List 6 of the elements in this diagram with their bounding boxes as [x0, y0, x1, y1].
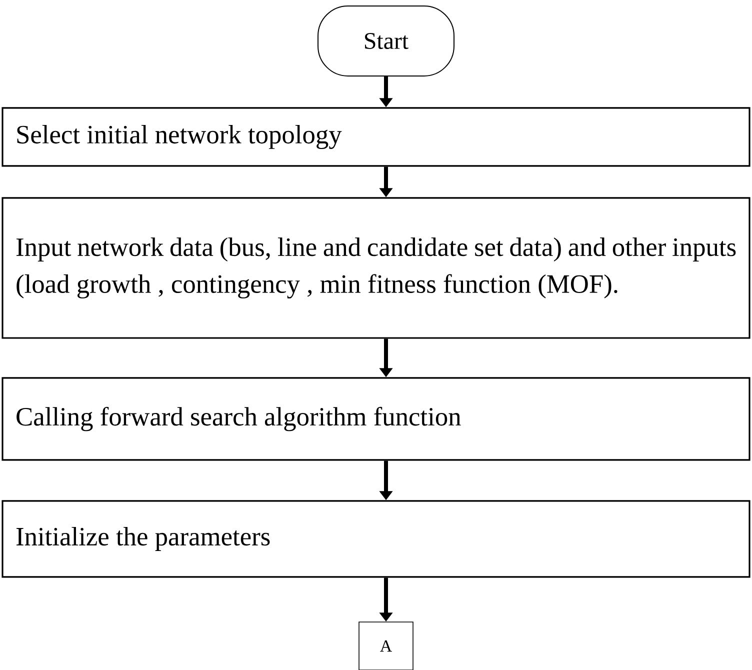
connector-box: A — [358, 622, 414, 670]
process-box: Initialize the parameters — [2, 500, 750, 578]
process-box: Input network data (bus, line and candidate set data) and other inputs (load growth , contingency , min fitness function (MOF). — [2, 197, 750, 339]
start-terminal: Start — [318, 6, 454, 76]
process-box: Calling forward search algorithm function — [2, 377, 750, 461]
process-box: Select initial network topology — [2, 107, 750, 167]
